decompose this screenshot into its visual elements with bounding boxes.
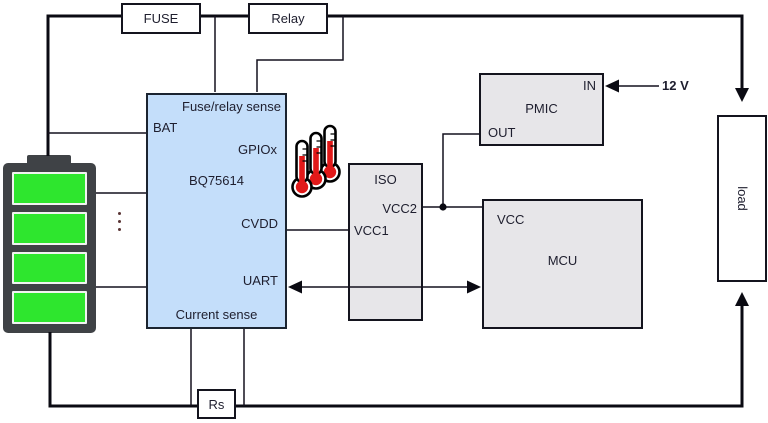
- arrowhead-up-load-icon: [735, 292, 749, 306]
- pmic-label: PMIC: [525, 101, 558, 116]
- mcu-label: MCU: [547, 253, 578, 268]
- supply-voltage-label: 12 V: [662, 78, 689, 93]
- pin-vcc: VCC: [497, 212, 525, 227]
- arrowhead-down-load-icon: [735, 88, 749, 102]
- thermometer-group-icon: [291, 124, 341, 198]
- battery-cell: [12, 172, 87, 205]
- pin-out: OUT: [488, 125, 516, 140]
- pin-bat: BAT: [153, 120, 178, 135]
- fuse-block: FUSE: [121, 3, 201, 34]
- battery-cell: [12, 251, 87, 285]
- pin-in: IN: [583, 78, 596, 93]
- pin-vcc2: VCC2: [382, 201, 417, 216]
- wire-battery-negative: [48, 332, 197, 408]
- pmic-block: IN PMIC OUT: [479, 73, 604, 146]
- thermometer-icon: [291, 139, 313, 198]
- fuse-label: FUSE: [143, 11, 179, 26]
- relay-block: Relay: [248, 3, 328, 34]
- arrowhead-uart-left-icon: [288, 280, 302, 294]
- battery-icon: [3, 163, 96, 333]
- arrowhead-12v-icon: [605, 79, 619, 93]
- shunt-resistor-block: Rs: [197, 389, 236, 419]
- thermometer-icon: [319, 124, 341, 183]
- iso-block: ISO VCC2 VCC1: [348, 163, 423, 321]
- mcu-block: VCC MCU: [482, 199, 643, 329]
- shunt-label: Rs: [208, 396, 225, 412]
- relay-label: Relay: [271, 11, 305, 26]
- load-label: load: [734, 186, 750, 211]
- pin-gpiox: GPIOx: [237, 142, 277, 157]
- junction-dot: [439, 203, 447, 211]
- pin-cvdd: CVDD: [241, 216, 278, 231]
- pin-fuse-relay-sense: Fuse/relay sense: [182, 99, 281, 114]
- pin-uart: UART: [242, 273, 278, 288]
- bq75614-block: Fuse/relay sense BAT GPIOx BQ75614 CVDD …: [146, 93, 287, 329]
- battery-cell: [12, 291, 87, 324]
- pin-vcc1: VCC1: [354, 223, 389, 238]
- thermometer-icon: [305, 131, 327, 190]
- battery-cell: [12, 211, 87, 245]
- vertical-ellipsis-icon: [118, 212, 121, 231]
- wire-pmic-out: [442, 133, 479, 207]
- part-number-label: BQ75614: [189, 173, 244, 188]
- load-block: load: [717, 115, 767, 282]
- iso-label: ISO: [374, 172, 397, 187]
- arrowhead-uart-right-icon: [467, 280, 481, 294]
- wire-battery-positive: [46, 14, 121, 156]
- pin-current-sense: Current sense: [175, 307, 258, 322]
